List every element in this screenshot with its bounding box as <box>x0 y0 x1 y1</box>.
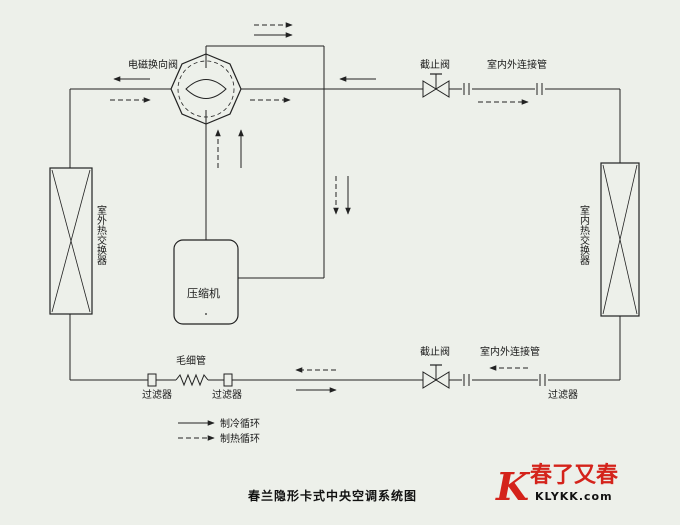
reversing-valve <box>170 53 242 125</box>
piping <box>69 45 621 381</box>
capillary-tube <box>175 373 209 387</box>
reversing-valve-label: 电磁换向阀 <box>128 58 178 71</box>
outdoor-hx-label: 室外热交换器 <box>95 204 107 266</box>
connecting-pipe-bottom-label: 室内外连接管 <box>480 345 540 358</box>
filter-right-label: 过滤器 <box>548 388 578 401</box>
outdoor-heat-exchanger <box>49 167 93 315</box>
flow-arrows <box>110 22 529 393</box>
logo-k-glyph: K <box>495 464 531 509</box>
logo-website-text: KLYKK.com <box>535 490 613 503</box>
stop-valve-bottom-label: 截止阀 <box>420 345 450 358</box>
filter-left-1-label: 过滤器 <box>142 388 172 401</box>
stop-valve-top <box>422 73 450 98</box>
filter-left-2 <box>223 373 233 387</box>
legend-cooling-label: 制冷循环 <box>220 417 260 430</box>
indoor-heat-exchanger <box>600 162 640 317</box>
site-logo: K 春了又春 KLYKK.com <box>495 462 618 509</box>
connector-top <box>462 83 545 95</box>
stop-valve-top-label: 截止阀 <box>420 58 450 71</box>
legend-heating-label: 制热循环 <box>220 432 260 445</box>
connector-bottom <box>462 374 548 386</box>
compressor-label: 压缩机 <box>187 286 220 300</box>
stop-valve-bottom <box>422 364 450 389</box>
filter-left-1 <box>147 373 157 387</box>
indoor-hx-label: 室内热交换器 <box>578 204 590 266</box>
logo-chinese-text: 春了又春 <box>530 462 618 488</box>
compressor <box>173 239 239 325</box>
filter-left-2-label: 过滤器 <box>212 388 242 401</box>
connecting-pipe-top-label: 室内外连接管 <box>487 58 547 71</box>
capillary-label: 毛细管 <box>176 354 206 367</box>
legend: 制冷循环 制热循环 <box>178 417 260 445</box>
diagram-title: 春兰隐形卡式中央空调系统图 <box>247 488 417 503</box>
